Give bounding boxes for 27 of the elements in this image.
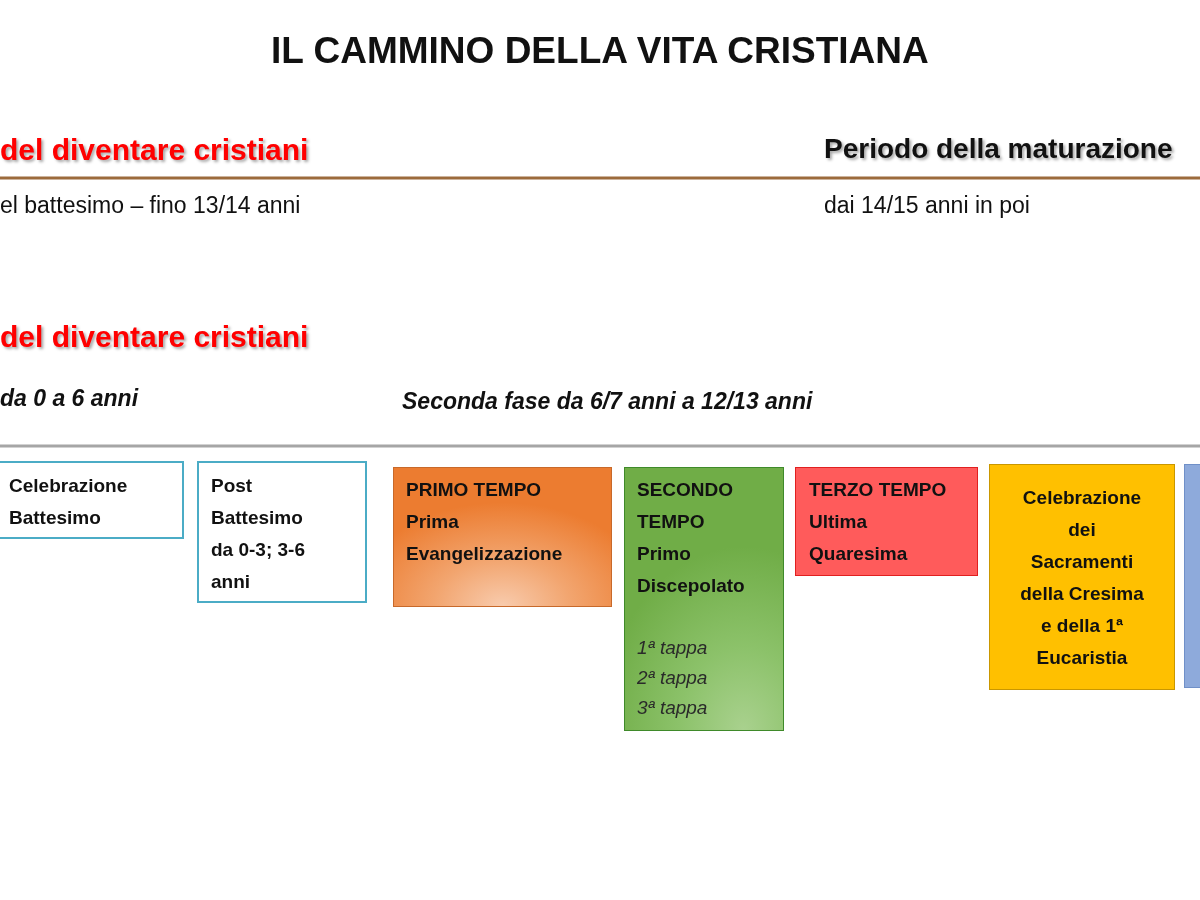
stage-card <box>0 461 184 539</box>
stage-card <box>197 461 367 603</box>
step-label: 2ª tappa <box>637 666 709 690</box>
box-text: da 0-3; 3-6 anni <box>211 538 306 594</box>
stage-card <box>989 464 1175 690</box>
age-range-text: dai 14/15 anni in poi <box>824 192 1030 219</box>
box-text: Prima Evangelizzazione <box>406 510 564 566</box>
stage-card <box>1184 464 1200 688</box>
section-heading: del diventare cristiani <box>0 320 309 355</box>
box-text: Celebrazione Battesimo <box>9 474 129 530</box>
phase-heading: Seconda fase da 6/7 anni a 12/13 anni <box>402 388 813 415</box>
page-title: IL CAMMINO DELLA VITA CRISTIANA <box>271 30 929 73</box>
step-label: 1ª tappa <box>637 636 709 660</box>
section-heading: del diventare cristiani <box>0 133 309 168</box>
box-text: Ultima Quaresima <box>809 510 909 566</box>
box-text: Primo Discepolato <box>637 542 746 598</box>
step-label: 3ª tappa <box>637 696 709 720</box>
box-text: Celebrazione dei Sacramenti della Cresima e della 1ª Eucaristia <box>1019 486 1145 670</box>
age-range-text: el battesimo – fino 13/14 anni <box>0 192 301 219</box>
box-heading: PRIMO TEMPO <box>406 478 543 502</box>
stage-card <box>624 467 784 731</box>
box-heading: SECONDO TEMPO <box>637 478 735 534</box>
stage-card <box>795 467 978 576</box>
section-heading: Periodo della maturazione <box>824 133 1173 166</box>
stage-card <box>393 467 612 607</box>
phase-heading: da 0 a 6 anni <box>0 385 139 412</box>
box-heading: TERZO TEMPO <box>809 478 948 502</box>
